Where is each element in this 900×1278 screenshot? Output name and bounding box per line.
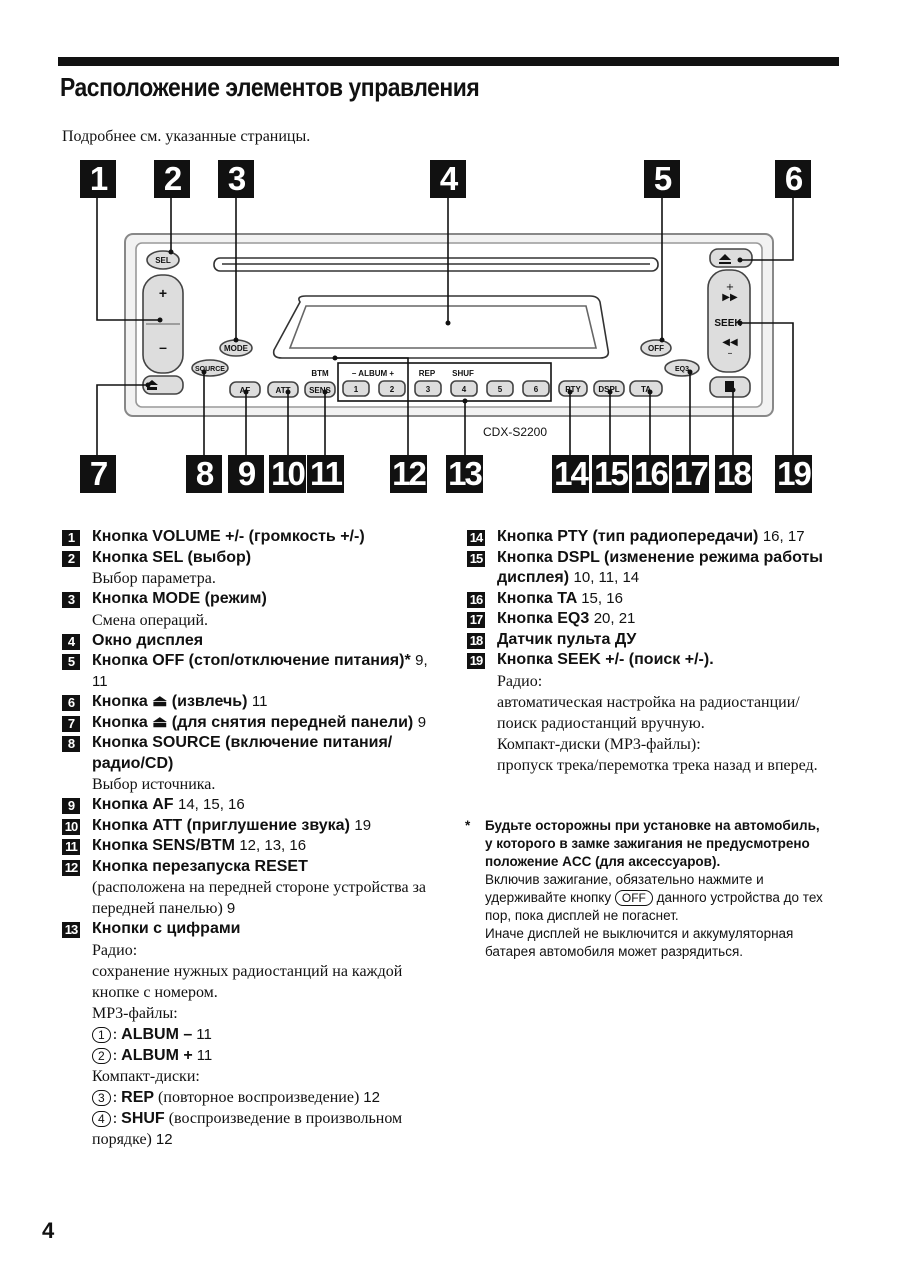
- callout-13: 13: [446, 455, 483, 493]
- callout-18: 18: [715, 455, 752, 493]
- btm-label: BTM: [311, 369, 329, 378]
- head-unit-illustration: SEL MODE OFF SEEK SOURCE EQ3 AF ATT SENS…: [96, 196, 794, 455]
- preset-4[interactable]: 4: [462, 385, 467, 394]
- volume-minus-label: –: [159, 339, 167, 355]
- callout-1: 1: [80, 160, 116, 198]
- sens-button[interactable]: SENS: [309, 386, 331, 395]
- callout-17: 17: [672, 455, 709, 493]
- svg-text:+: +: [726, 282, 734, 293]
- rep-label: REP: [419, 369, 436, 378]
- preset-6[interactable]: 6: [534, 385, 539, 394]
- att-button[interactable]: ATT: [276, 386, 291, 395]
- svg-text:▶▶: ▶▶: [722, 292, 738, 303]
- svg-text:–: –: [728, 348, 733, 359]
- source-button[interactable]: SOURCE: [195, 366, 225, 373]
- af-button[interactable]: AF: [240, 386, 251, 395]
- legend-item: 19 Кнопка SEEK +/- (поиск +/-). Радио: а…: [467, 650, 837, 776]
- callout-12: 12: [390, 455, 427, 493]
- callout-10: 10: [269, 455, 306, 493]
- callout-15: 15: [592, 455, 629, 493]
- callout-6: 6: [775, 160, 811, 198]
- seek-button[interactable]: SEEK: [714, 318, 742, 329]
- model-name: CDX-S2200: [483, 425, 547, 439]
- callout-7: 7: [80, 455, 116, 493]
- preset-2[interactable]: 2: [390, 385, 395, 394]
- callout-9: 9: [228, 455, 264, 493]
- sel-button[interactable]: SEL: [155, 256, 171, 265]
- callout-2: 2: [154, 160, 190, 198]
- callout-14: 14: [552, 455, 589, 493]
- callout-8: 8: [186, 455, 222, 493]
- callout-16: 16: [632, 455, 669, 493]
- page-title: Расположение элементов управления: [60, 72, 480, 102]
- preset-3[interactable]: 3: [426, 385, 431, 394]
- dspl-button[interactable]: DSPL: [598, 385, 619, 394]
- off-button[interactable]: OFF: [648, 344, 664, 353]
- callout-5: 5: [644, 160, 680, 198]
- callout-11: 11: [307, 455, 344, 493]
- legend-item: 13 Кнопки с цифрами Радио: сохранение ну…: [62, 919, 442, 1150]
- volume-plus-label: +: [159, 285, 167, 301]
- callout-3: 3: [218, 160, 254, 198]
- callout-19: 19: [775, 455, 812, 493]
- preset-1[interactable]: 1: [354, 385, 359, 394]
- intro-text: Подробнее см. указанные страницы.: [62, 128, 311, 145]
- pty-button[interactable]: PTY: [565, 385, 581, 394]
- preset-5[interactable]: 5: [498, 385, 503, 394]
- caution-note: * Будьте осторожны при установке на авто…: [465, 818, 823, 959]
- svg-text:◀◀: ◀◀: [722, 337, 738, 348]
- shuf-label: SHUF: [452, 369, 474, 378]
- header-rule: [58, 57, 839, 66]
- ta-button[interactable]: TA: [641, 385, 651, 394]
- callout-4: 4: [430, 160, 466, 198]
- off-button-ref: OFF: [614, 890, 653, 906]
- mode-button[interactable]: MODE: [224, 344, 249, 353]
- album-label: – ALBUM +: [352, 369, 394, 378]
- page-number: 4: [42, 1218, 55, 1243]
- eq3-button[interactable]: EQ3: [675, 366, 689, 373]
